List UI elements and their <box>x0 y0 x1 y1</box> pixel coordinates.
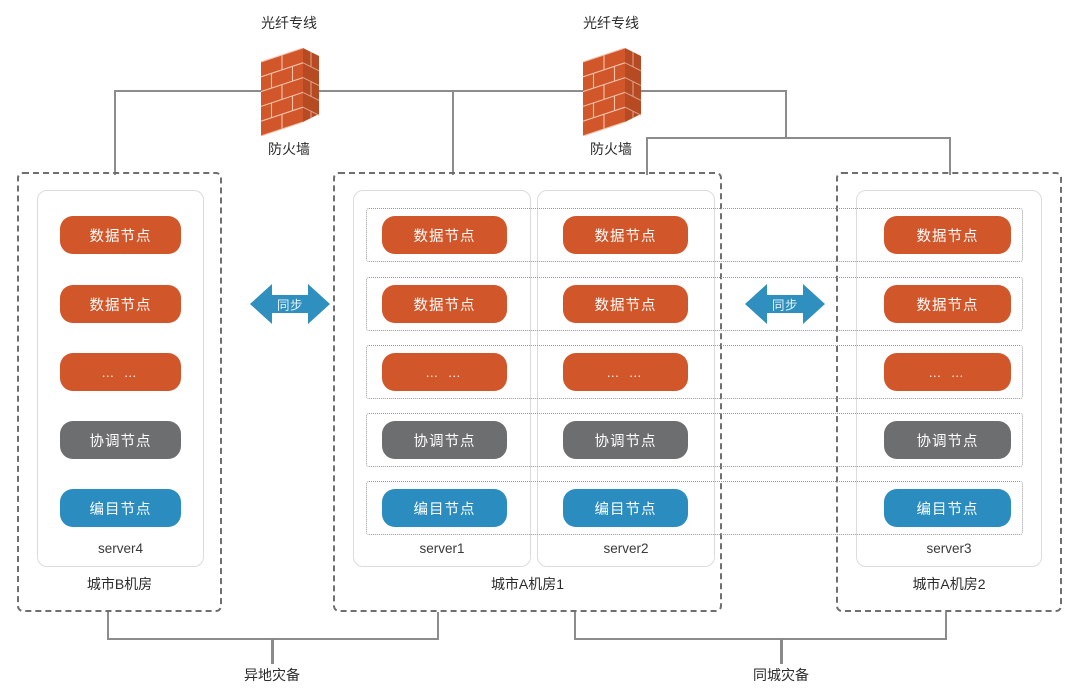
node-coordinator-server4[interactable]: 协调节点 <box>60 421 181 459</box>
server1-label: server1 <box>419 541 465 556</box>
node-data-server3-1[interactable]: 数据节点 <box>884 216 1011 254</box>
node-data-server4-1[interactable]: 数据节点 <box>60 216 181 254</box>
node-catalog-server4[interactable]: 编目节点 <box>60 489 181 527</box>
room-city-a-2: 城市A机房2 <box>836 172 1062 612</box>
wire-drop-room-a1-left <box>452 90 454 175</box>
wire-dr-remote-leg-left <box>107 612 109 639</box>
node-data-server1-1[interactable]: 数据节点 <box>382 216 507 254</box>
node-coordinator-server1[interactable]: 协调节点 <box>382 421 507 459</box>
node-coordinator-server3[interactable]: 协调节点 <box>884 421 1011 459</box>
node-data-server3-2[interactable]: 数据节点 <box>884 285 1011 323</box>
wire-drop-room-a1-right <box>646 137 648 175</box>
wire-dr-remote-stem <box>271 638 274 664</box>
fiber-line-label-left: 光纤专线 <box>261 15 317 31</box>
wire-drop-room-a2 <box>949 137 951 175</box>
wire-drop-to-second-bus <box>785 90 787 138</box>
node-data-server2-1[interactable]: 数据节点 <box>563 216 688 254</box>
node-catalog-server3[interactable]: 编目节点 <box>884 489 1011 527</box>
firewall-icon-left <box>261 48 319 136</box>
wire-dr-remote-leg-right <box>437 612 439 639</box>
dr-remote-label: 异地灾备 <box>244 667 300 683</box>
wire-dr-local-leg-left <box>574 612 576 639</box>
server3-label: server3 <box>926 541 972 556</box>
dr-local-label: 同城灾备 <box>753 667 809 683</box>
sync-arrow-right: 同步 <box>745 280 825 328</box>
node-ellipsis-server1[interactable]: … … <box>382 353 507 391</box>
node-data-server1-2[interactable]: 数据节点 <box>382 285 507 323</box>
node-catalog-server2[interactable]: 编目节点 <box>563 489 688 527</box>
room-city-a-2-label: 城市A机房2 <box>912 576 986 592</box>
room-city-b-label: 城市B机房 <box>86 576 153 592</box>
firewall-icon-right <box>583 48 641 136</box>
wire-dr-local-stem <box>780 638 783 664</box>
server4-label: server4 <box>97 541 143 556</box>
room-city-a-1-label: 城市A机房1 <box>490 576 565 592</box>
wire-second-bus <box>646 137 951 139</box>
room-city-a-1: 城市A机房1 <box>333 172 722 612</box>
wire-dr-local-leg-right <box>945 612 947 639</box>
fiber-line-label-right: 光纤专线 <box>583 15 639 31</box>
firewall-label-right: 防火墙 <box>590 141 632 157</box>
wire-drop-room-b <box>114 90 116 175</box>
node-ellipsis-server4[interactable]: … … <box>60 353 181 391</box>
node-data-server2-2[interactable]: 数据节点 <box>563 285 688 323</box>
node-ellipsis-server3[interactable]: … … <box>884 353 1011 391</box>
firewall-label-left: 防火墙 <box>268 141 310 157</box>
server2-label: server2 <box>603 541 649 556</box>
sync-arrow-left: 同步 <box>250 280 330 328</box>
node-coordinator-server2[interactable]: 协调节点 <box>563 421 688 459</box>
wire-dr-local-bar <box>574 638 947 640</box>
room-city-b: 城市B机房 <box>17 172 222 612</box>
node-ellipsis-server2[interactable]: … … <box>563 353 688 391</box>
node-data-server4-2[interactable]: 数据节点 <box>60 285 181 323</box>
node-catalog-server1[interactable]: 编目节点 <box>382 489 507 527</box>
